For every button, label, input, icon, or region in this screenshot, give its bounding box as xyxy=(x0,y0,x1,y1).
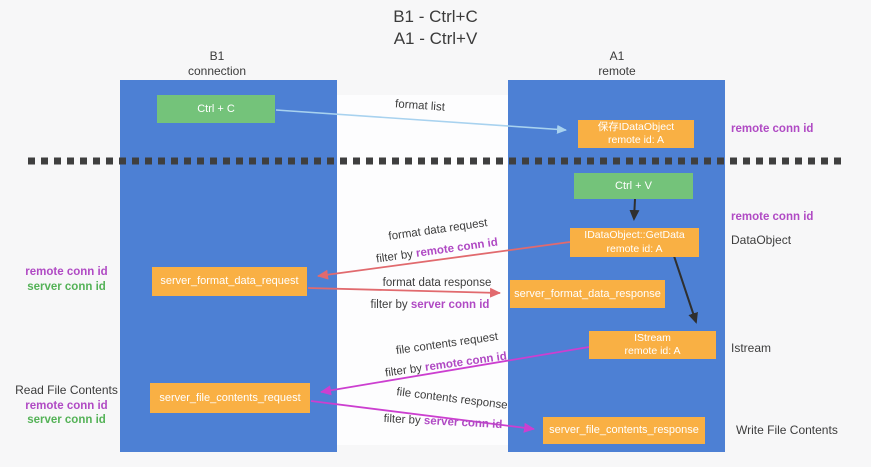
column-header-b1: B1 connection xyxy=(117,49,317,79)
column-b1-name: B1 xyxy=(209,49,225,63)
annotation-left-remote-conn-id-2: remote conn id xyxy=(25,400,108,412)
node-server-format-data-response: server_format_data_response xyxy=(510,280,665,308)
filter-by-text: filter by xyxy=(370,299,411,311)
filter-by-text: filter by xyxy=(383,412,425,427)
annotation-left-server-conn-id-1: server conn id xyxy=(27,281,106,293)
server-conn-id-text: server conn id xyxy=(410,299,490,311)
node-saved-dataobject-line2: remote id: A xyxy=(607,134,665,146)
column-a1-name: A1 xyxy=(609,49,625,63)
node-getdata-line1: IDataObject::GetData xyxy=(584,229,685,242)
annotation-read-file-contents: Read File Contents xyxy=(15,383,118,397)
column-header-a1: A1 remote xyxy=(517,49,717,79)
node-file-request-label: server_file_contents_request xyxy=(159,391,301,404)
column-b1-role: connection xyxy=(187,64,247,78)
node-ctrl-c-label: Ctrl + C xyxy=(197,102,235,115)
column-a1-role: remote xyxy=(598,64,636,78)
node-server-file-contents-request: server_file_contents_request xyxy=(150,383,310,413)
edge-label-filter-server-1: filter by server conn id xyxy=(371,299,490,311)
node-ctrl-v-label: Ctrl + V xyxy=(615,179,652,192)
node-format-request-label: server_format_data_request xyxy=(160,275,299,288)
node-istream: IStream remote id: A xyxy=(589,331,716,359)
node-ctrl-c: Ctrl + C xyxy=(157,95,275,123)
node-istream-line1: IStream xyxy=(634,331,671,344)
node-format-response-label: server_format_data_response xyxy=(514,287,661,300)
node-saved-dataobject-line1: 保存IDataObject xyxy=(597,120,675,133)
node-idataobject-getdata: IDataObject::GetData remote id: A xyxy=(570,228,699,257)
annotation-left-remote-conn-id-1: remote conn id xyxy=(25,266,108,278)
annotation-remote-conn-id-top: remote conn id xyxy=(731,123,814,135)
node-getdata-line2: remote id: A xyxy=(606,242,663,255)
node-saved-dataobject: 保存IDataObject remote id: A xyxy=(578,120,694,148)
node-server-format-data-request: server_format_data_request xyxy=(152,267,307,296)
annotation-remote-conn-id-mid: remote conn id xyxy=(731,211,814,223)
annotation-write-file-contents: Write File Contents xyxy=(736,423,838,437)
title-line-2: A1 - Ctrl+V xyxy=(393,29,478,49)
annotation-dataobject: DataObject xyxy=(731,233,792,247)
node-file-response-label: server_file_contents_response xyxy=(549,424,699,437)
annotation-left-server-conn-id-2: server conn id xyxy=(27,414,106,426)
node-ctrl-v: Ctrl + V xyxy=(574,173,693,199)
title-line-1: B1 - Ctrl+C xyxy=(393,7,478,26)
node-istream-line2: remote id: A xyxy=(624,345,681,357)
edge-label-format-data-response: format data response xyxy=(382,277,492,289)
annotation-istream: Istream xyxy=(731,341,772,355)
diagram-title: B1 - Ctrl+C A1 - Ctrl+V xyxy=(0,6,871,50)
node-server-file-contents-response: server_file_contents_response xyxy=(543,417,705,444)
